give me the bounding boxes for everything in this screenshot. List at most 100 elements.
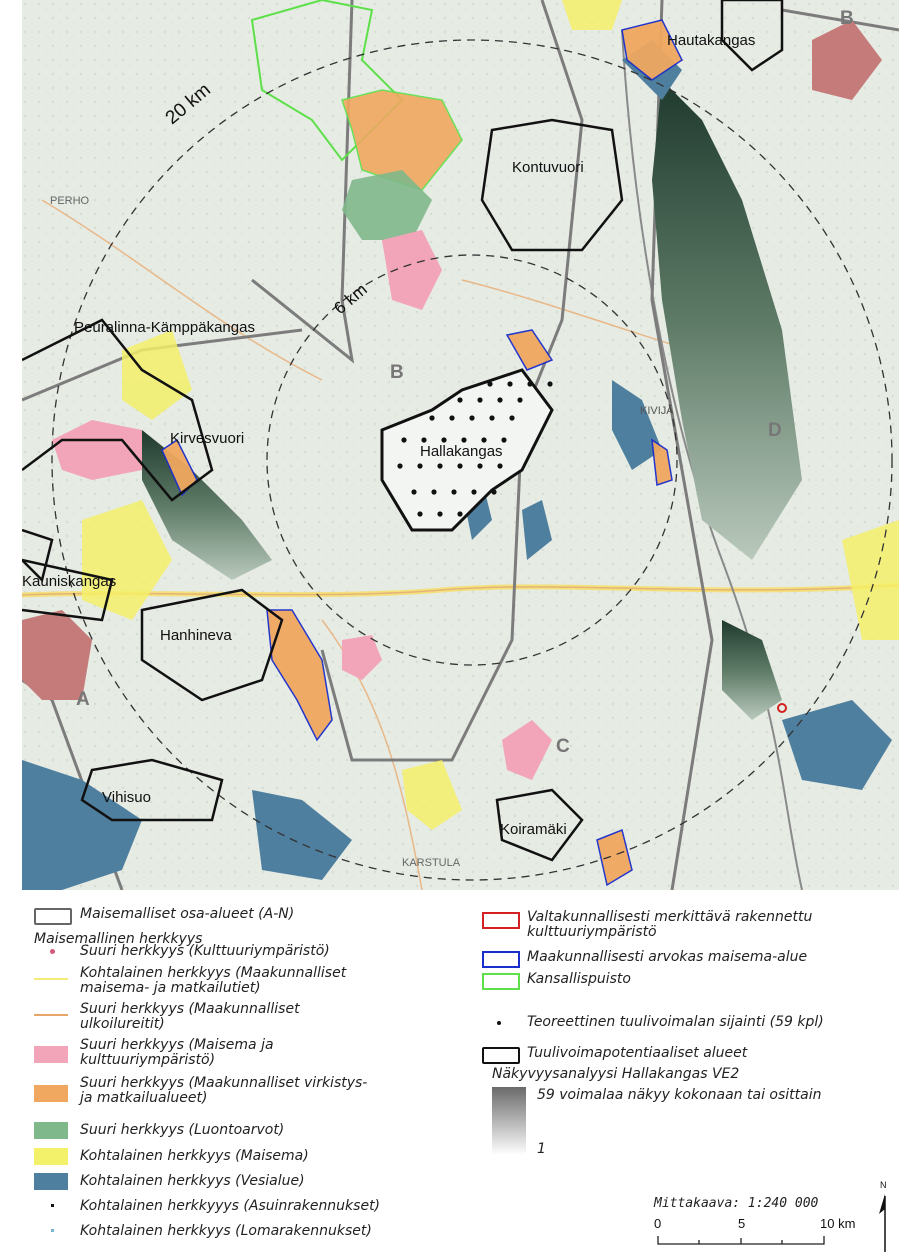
label-kontuvuori: Kontuvuori bbox=[512, 159, 584, 176]
swatch-orange-route bbox=[34, 1014, 68, 1016]
scale-title: Mittakaava: 1:240 000 bbox=[654, 1196, 819, 1211]
north-arrow-icon bbox=[879, 1194, 886, 1252]
swatch-culture-dot bbox=[50, 949, 55, 954]
turbine-dot bbox=[397, 463, 403, 469]
area-letter-b-top: B bbox=[840, 8, 854, 29]
scale-tick-10: 10 km bbox=[820, 1216, 856, 1231]
turbine-dot bbox=[501, 437, 507, 443]
turbine-dot bbox=[477, 463, 483, 469]
legend-recreation: Suuri herkkyys (Maakunnalliset virkistys… bbox=[80, 1075, 368, 1106]
hallakangas-project-area bbox=[380, 368, 554, 532]
swatch-holiday-dot bbox=[51, 1229, 54, 1232]
turbine-dot bbox=[441, 437, 447, 443]
legend-regional-landscape: Maakunnallisesti arvokas maisema-alue bbox=[527, 949, 808, 965]
legend-culture: Suuri herkkyys (Kulttuuriympäristö) bbox=[80, 943, 330, 959]
swatch-water-area bbox=[34, 1173, 68, 1190]
legend-landscape: Kohtalainen herkkyys (Maisema) bbox=[80, 1148, 309, 1164]
turbine-dot bbox=[457, 511, 463, 517]
turbine-dot bbox=[457, 397, 463, 403]
label-hallakangas: Hallakangas bbox=[420, 443, 503, 460]
legend-visibility-min: 1 bbox=[537, 1141, 546, 1157]
turbine-dot bbox=[489, 415, 495, 421]
turbine-dot bbox=[411, 489, 417, 495]
turbine-dot bbox=[491, 489, 497, 495]
turbine-dot bbox=[469, 415, 475, 421]
visibility-gradient bbox=[492, 1087, 526, 1155]
turbine-dot bbox=[457, 463, 463, 469]
legend-heading: Maisemallinen herkkyys bbox=[34, 931, 203, 947]
regional-landscape-areas bbox=[161, 19, 683, 887]
culture-area bbox=[382, 230, 442, 310]
turbine-dot bbox=[451, 489, 457, 495]
turbine-dot bbox=[437, 463, 443, 469]
swatch-yellow-area bbox=[34, 1148, 68, 1165]
legend-residential: Kohtalainen herkkyyys (Asuinrakennukset) bbox=[80, 1198, 381, 1214]
culture-area bbox=[52, 420, 142, 480]
turbine-dot bbox=[429, 415, 435, 421]
culture-area bbox=[342, 635, 382, 680]
area-letter-a: A bbox=[76, 689, 90, 710]
turbine-dot bbox=[497, 397, 503, 403]
swatch-pink-area bbox=[34, 1046, 68, 1063]
visibility-analysis-map: 20 km 6 km Hautakangas Kontuvuori Peural… bbox=[22, 0, 899, 890]
label-kivijarvi: KIVIJÄ bbox=[640, 405, 674, 417]
label-kirvesvuori: Kirvesvuori bbox=[170, 430, 244, 447]
legend-routes: Suuri herkkyys (Maakunnalliset ulkoilure… bbox=[80, 1001, 300, 1032]
label-perho: PERHO bbox=[50, 195, 90, 207]
turbine-dot bbox=[477, 397, 483, 403]
legend-national-park: Kansallispuisto bbox=[527, 971, 631, 987]
culture-area-a bbox=[22, 610, 92, 700]
label-koiramaki: Koiramäki bbox=[500, 821, 567, 838]
turbine-dot bbox=[517, 397, 523, 403]
distance-circle-6km bbox=[266, 254, 678, 666]
legend-wind-area: Tuulivoimapotentiaaliset alueet bbox=[527, 1045, 748, 1061]
label-peuralinna: Peuralinna-Kämppäkangas bbox=[74, 319, 255, 336]
turbine-dot bbox=[509, 415, 515, 421]
turbine-dot bbox=[401, 437, 407, 443]
swatch-regional-landscape bbox=[482, 951, 520, 968]
legend-turbine: Teoreettinen tuulivoimalan sijainti (59 … bbox=[527, 1014, 824, 1030]
swatch-turbine bbox=[497, 1021, 501, 1025]
turbine-dot bbox=[449, 415, 455, 421]
scale-bar bbox=[657, 1236, 825, 1245]
wind-potential-areas bbox=[22, 0, 784, 862]
label-karstula: KARSTULA bbox=[402, 857, 461, 869]
turbine-dot bbox=[431, 489, 437, 495]
turbine-dot bbox=[547, 381, 553, 387]
turbine-dot bbox=[481, 437, 487, 443]
swatch-residential-dot bbox=[51, 1204, 54, 1207]
area-letter-d: D bbox=[768, 420, 782, 441]
label-vihisuo: Vihisuo bbox=[102, 789, 151, 806]
swatch-orange-area bbox=[34, 1085, 68, 1102]
north-label: N bbox=[880, 1180, 887, 1190]
turbine-dot bbox=[471, 489, 477, 495]
turbine-dot bbox=[497, 463, 503, 469]
scale-tick-5: 5 bbox=[738, 1216, 746, 1231]
nature-area bbox=[342, 170, 432, 240]
swatch-yellow-road bbox=[34, 978, 68, 980]
distance-circle-20km bbox=[51, 39, 893, 881]
legend-roads: Kohtalainen herkkyys (Maakunnalliset mai… bbox=[80, 965, 347, 996]
turbine-locations bbox=[397, 381, 553, 517]
label-kauniskangas: Kauniskangas bbox=[22, 573, 116, 590]
turbine-dot bbox=[507, 381, 513, 387]
swatch-national-culture bbox=[482, 912, 520, 929]
national-culture-marker bbox=[777, 703, 787, 713]
legend-landscape-culture: Suuri herkkyys (Maisema ja kulttuuriympä… bbox=[80, 1037, 274, 1068]
turbine-dot bbox=[487, 381, 493, 387]
swatch-subarea bbox=[34, 908, 72, 925]
culture-area bbox=[502, 720, 552, 780]
landscape-yellow-areas bbox=[82, 0, 899, 830]
turbine-dot bbox=[421, 437, 427, 443]
legend-national-culture: Valtakunnallisesti merkittävä rakennettu… bbox=[527, 909, 813, 940]
legend-subareas: Maisemalliset osa-alueet (A-N) bbox=[80, 906, 295, 922]
turbine-dot bbox=[437, 511, 443, 517]
map-legend: Maisemalliset osa-alueet (A-N) Maisemall… bbox=[22, 896, 899, 1258]
legend-holiday: Kohtalainen herkkyys (Lomarakennukset) bbox=[80, 1223, 372, 1239]
roads bbox=[22, 29, 899, 890]
swatch-wind-area bbox=[482, 1047, 520, 1064]
area-letter-c: C bbox=[556, 736, 570, 757]
area-letter-b: B bbox=[390, 362, 404, 383]
recreation-area bbox=[341, 89, 463, 191]
turbine-dot bbox=[417, 511, 423, 517]
